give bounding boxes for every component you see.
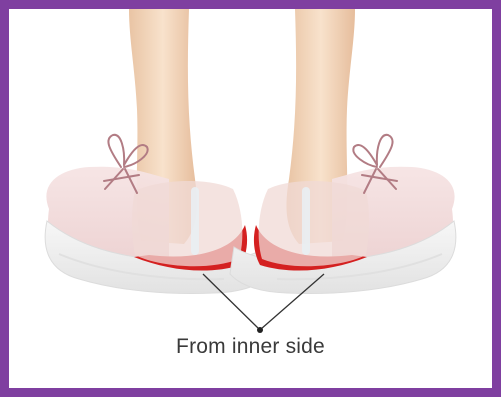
shoes-illustration bbox=[9, 9, 492, 388]
caption: From inner side bbox=[9, 335, 492, 359]
